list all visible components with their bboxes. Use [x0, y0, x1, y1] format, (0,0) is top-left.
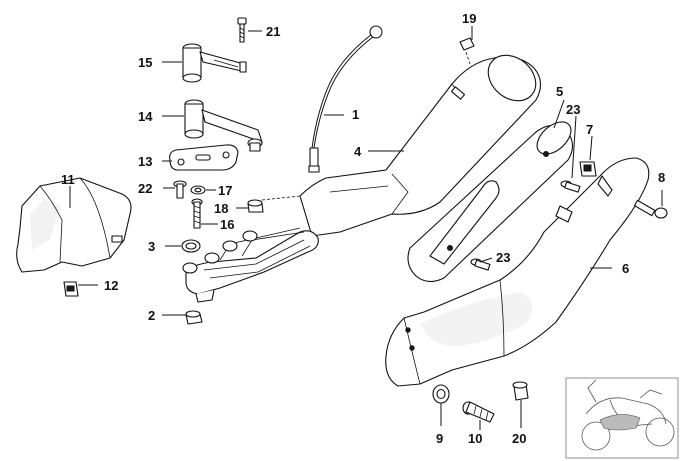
part-12-clip — [63, 281, 79, 297]
part-23-bolt-b — [470, 258, 491, 271]
part-17-washer — [190, 185, 206, 195]
part-23-bolt-a — [560, 180, 581, 193]
part-13-bracket — [169, 144, 239, 171]
part-10-bolt — [462, 401, 495, 423]
callout-13: 13 — [138, 154, 152, 169]
callout-22: 22 — [138, 181, 152, 196]
callout-21: 21 — [266, 24, 280, 39]
callout-8: 8 — [658, 170, 665, 185]
leader-lines — [69, 26, 663, 430]
part-21-screw — [237, 17, 247, 43]
part-16-bolt — [191, 198, 203, 229]
callout-10: 10 — [468, 431, 482, 446]
part-7-clip — [579, 161, 597, 177]
callout-7: 7 — [586, 122, 593, 137]
callout-20: 20 — [512, 431, 526, 446]
part-19-pin — [459, 37, 475, 65]
part-18-nut — [247, 199, 264, 213]
callout-19: 19 — [462, 11, 476, 26]
part-11-heat-shield — [16, 177, 132, 273]
callout-18: 18 — [214, 201, 228, 216]
part-6-rear-muffler — [385, 157, 650, 387]
callout-14: 14 — [138, 109, 153, 124]
callout-12: 12 — [104, 278, 118, 293]
callout-6: 6 — [622, 261, 629, 276]
callout-2: 2 — [148, 308, 155, 323]
motorcycle-thumbnail — [565, 377, 679, 459]
callout-1: 1 — [352, 107, 359, 122]
part-9-washer — [432, 384, 450, 404]
part-14-lever — [184, 99, 263, 152]
part-8-bolt — [633, 199, 668, 219]
part-3-gasket — [181, 239, 201, 253]
callout-5: 5 — [556, 84, 563, 99]
part-22-screw — [173, 180, 187, 199]
callout-23-upper: 23 — [566, 102, 580, 117]
part-1-sensor — [308, 25, 383, 173]
callout-9: 9 — [436, 431, 443, 446]
part-4-muffler — [299, 54, 542, 237]
part-15-lever — [182, 43, 247, 83]
part-header-manifold — [182, 195, 319, 303]
callout-11: 11 — [61, 172, 75, 187]
part-20-grommet — [512, 381, 529, 401]
callout-4: 4 — [354, 144, 362, 159]
callout-3: 3 — [148, 239, 155, 254]
callout-16: 16 — [220, 217, 234, 232]
callout-17: 17 — [218, 183, 232, 198]
callout-23-lower: 23 — [496, 250, 510, 265]
callout-15: 15 — [138, 55, 152, 70]
part-2-nut — [185, 310, 203, 325]
part-5-silencer — [407, 121, 574, 283]
callout-labels: 1 2 3 4 5 6 7 8 9 10 11 12 13 14 15 16 1… — [61, 11, 665, 446]
